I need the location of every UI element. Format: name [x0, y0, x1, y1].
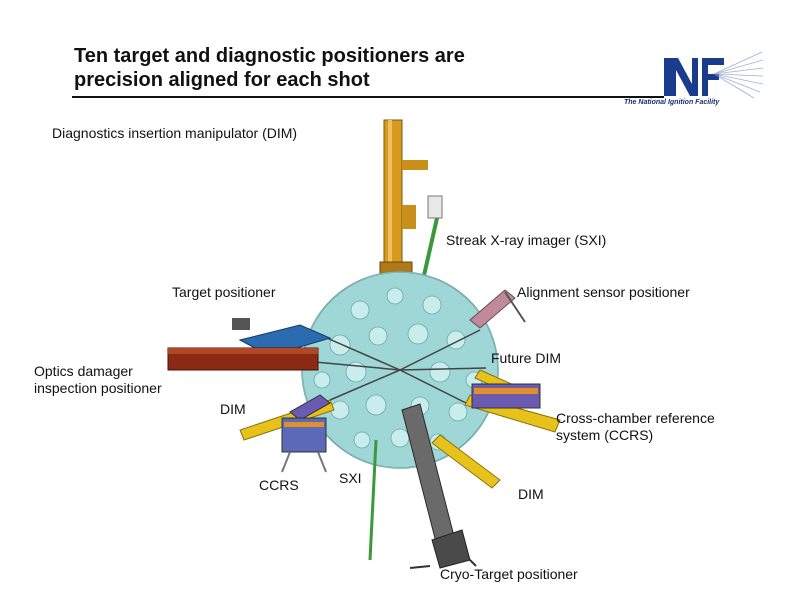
label-target-positioner: Target positioner: [172, 284, 276, 300]
ccrs-right-arm: [464, 383, 561, 433]
sxi-bottom-positioner: [368, 439, 378, 561]
title-underline: [72, 96, 664, 98]
optics-damage-inspection-arm: [167, 347, 319, 371]
cryo-target-arm: [401, 403, 477, 569]
label-optics-line-1: Optics damager: [34, 363, 133, 379]
label-sxi-bottom: SXI: [339, 470, 362, 486]
label-ccrs-line-2: system (CCRS): [556, 427, 654, 443]
alignment-sensor-arm: [469, 289, 526, 329]
logo-tagline: The National Ignition Facility: [624, 99, 720, 106]
ccrs-left-arm: [281, 417, 327, 473]
label-optics-damage: Optics damager inspection positioner: [34, 363, 162, 397]
label-optics-line-2: inspection positioner: [34, 380, 162, 396]
label-dim-left: DIM: [220, 401, 246, 417]
label-ccrs: Cross-chamber reference system (CCRS): [556, 410, 715, 444]
label-sxi-top: Streak X-ray imager (SXI): [446, 232, 607, 248]
label-ccrs-short: CCRS: [259, 477, 299, 493]
nif-logo: [664, 51, 764, 99]
target-chamber-sphere: [301, 271, 499, 469]
dim-top-positioner: [379, 119, 428, 291]
label-ccrs-line-1: Cross-chamber reference: [556, 410, 715, 426]
label-future-dim: Future DIM: [491, 350, 562, 366]
label-dim-top: Diagnostics insertion manipulator (DIM): [52, 125, 298, 141]
label-dim-bottom: DIM: [518, 486, 544, 502]
dim-bottom-arm: [431, 434, 501, 489]
title-line-2: precision aligned for each shot: [74, 69, 370, 91]
title-line-1: Ten target and diagnostic positioners ar…: [74, 45, 465, 67]
slide-title: Ten target and diagnostic positioners ar…: [74, 44, 465, 92]
label-cryo-target: Cryo-Target positioner: [440, 566, 578, 582]
label-alignment-sensor: Alignment sensor positioner: [517, 284, 690, 300]
